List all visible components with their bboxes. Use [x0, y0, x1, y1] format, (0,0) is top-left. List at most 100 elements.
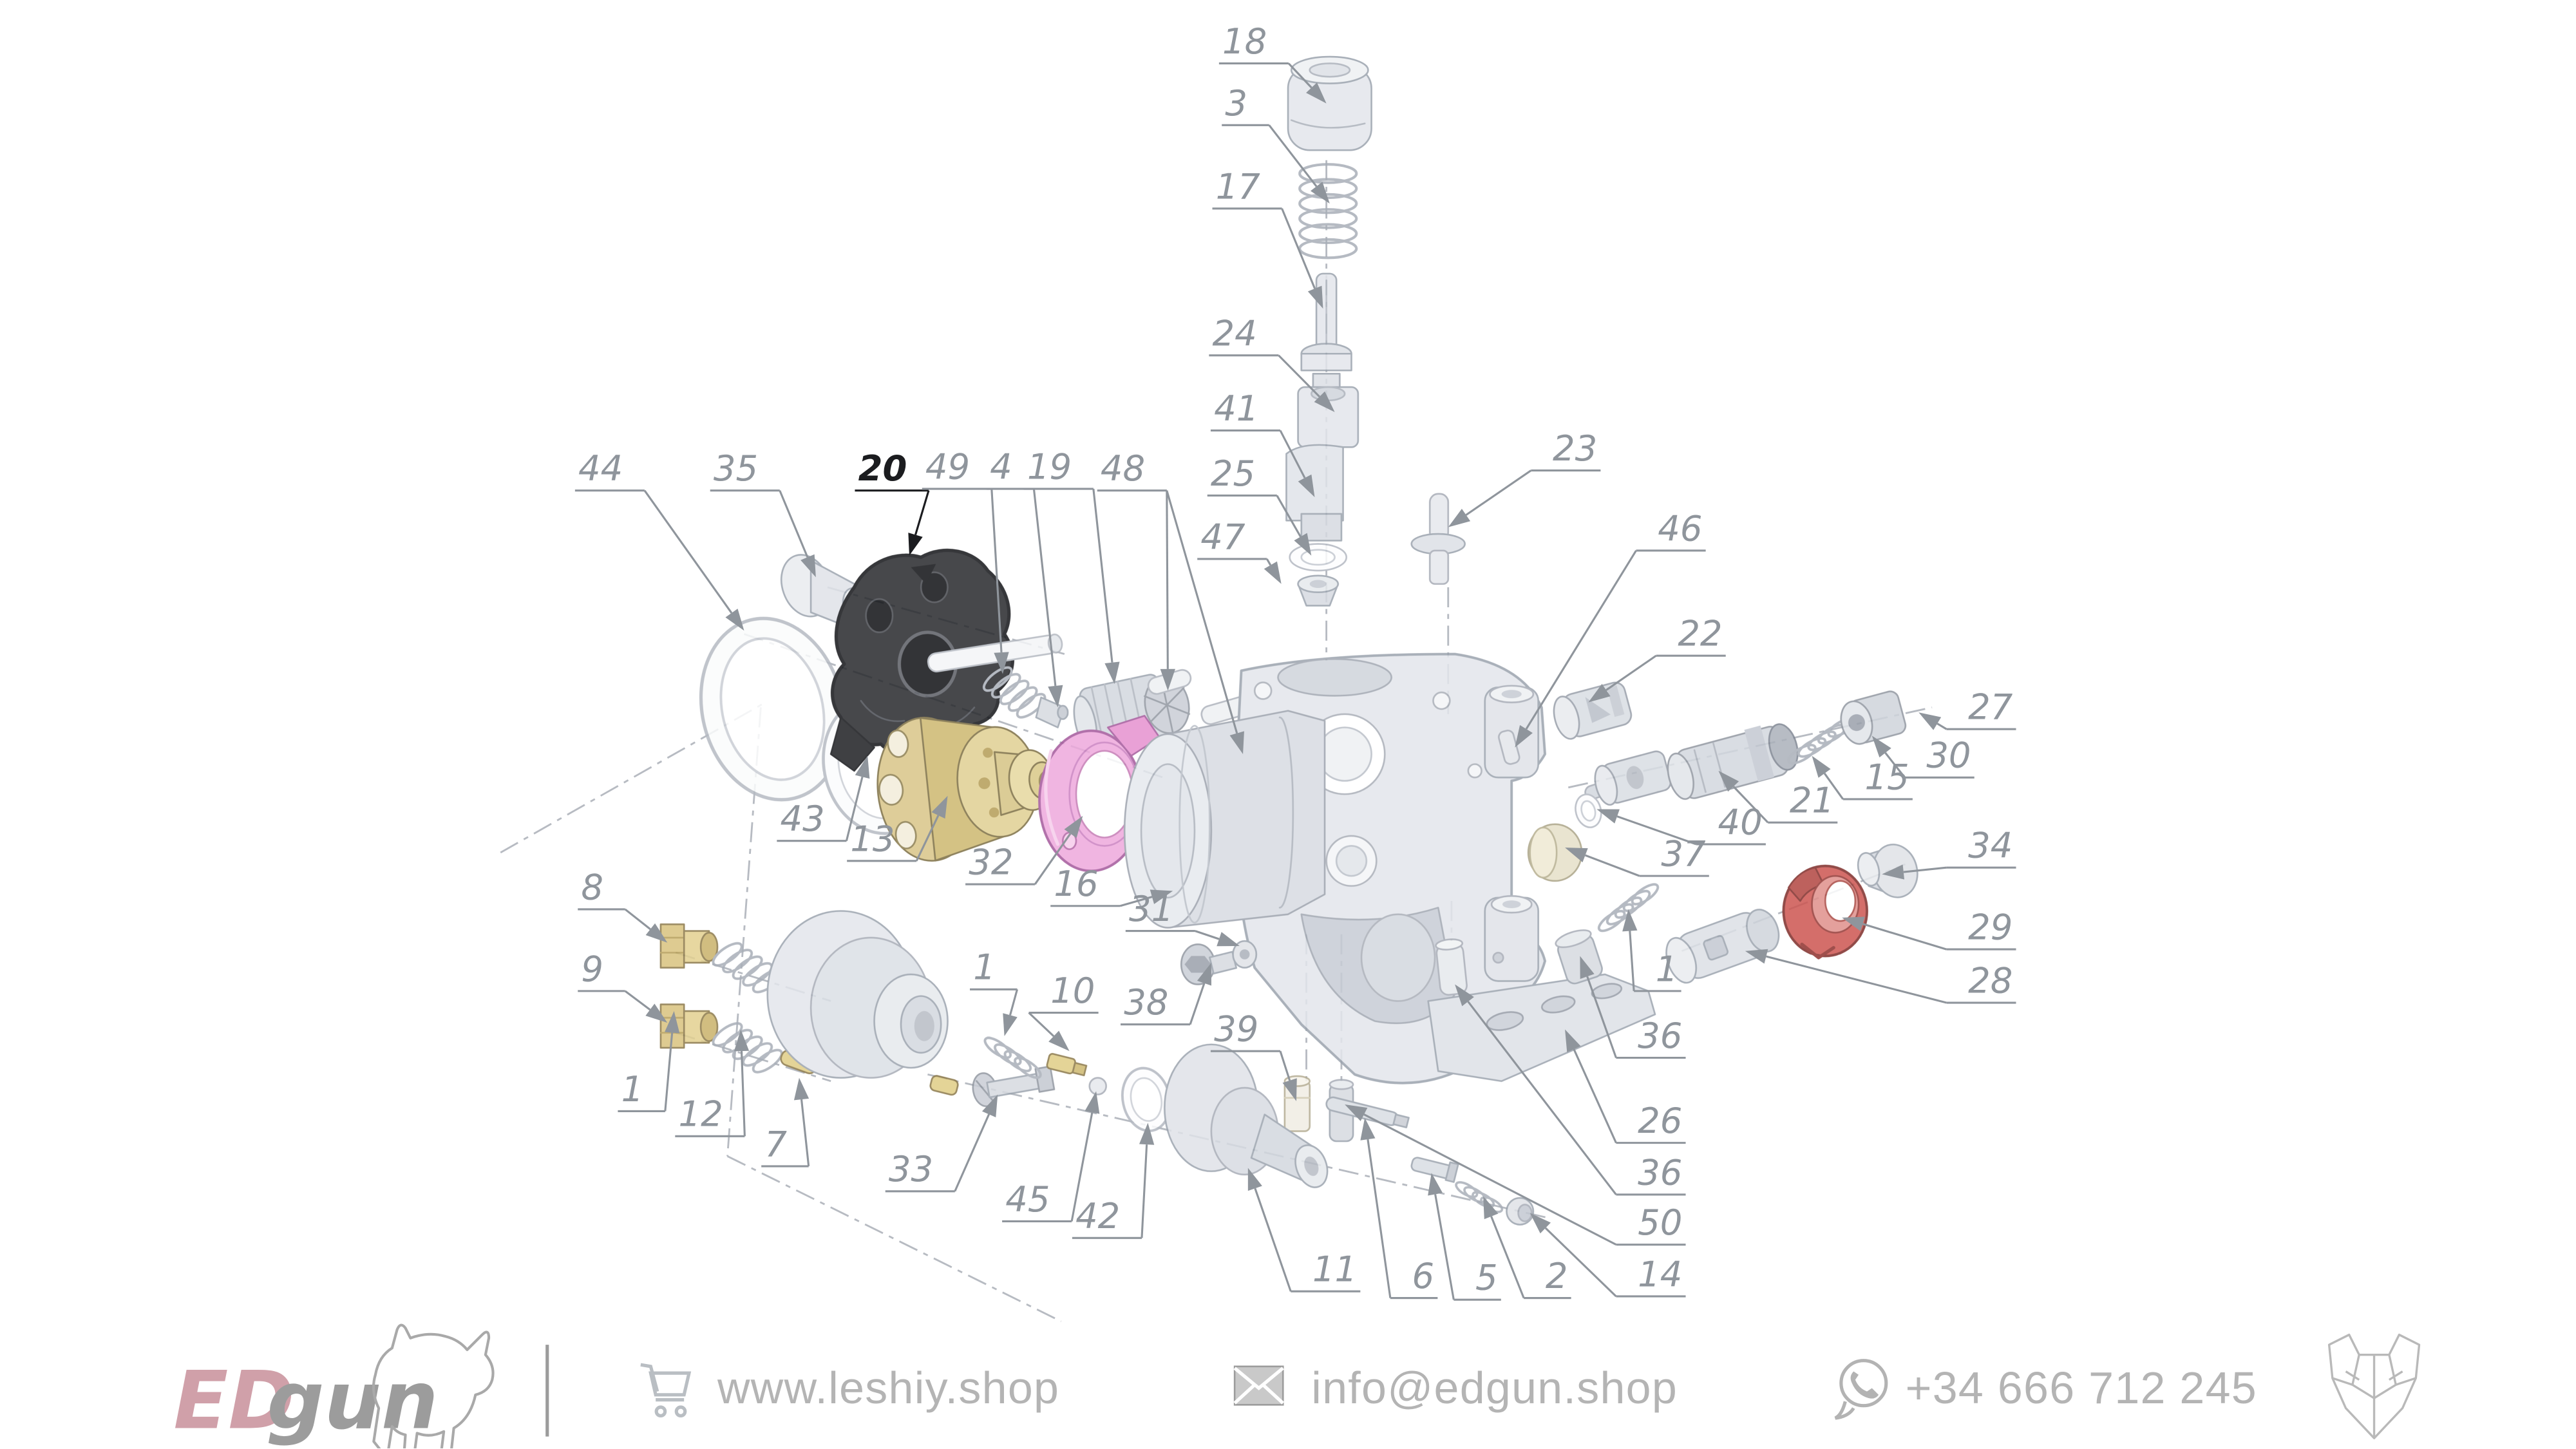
part-label: 4 — [990, 447, 1012, 488]
part-49-spring — [982, 666, 1046, 719]
part-label: 2 — [1546, 1256, 1568, 1296]
whatsapp-icon — [1834, 1359, 1888, 1420]
part-label: 3 — [1225, 83, 1247, 124]
part-1-spring-center — [983, 1036, 1042, 1079]
label-leader — [1573, 1048, 1617, 1144]
label-leader — [1584, 854, 1640, 877]
part-label: 47 — [1200, 516, 1245, 557]
email-text: info@edgun.shop — [1311, 1363, 1678, 1413]
part-22-plug — [1553, 681, 1633, 740]
label-arrowhead — [1565, 1029, 1581, 1052]
label-leader — [1525, 550, 1637, 730]
part-label: 42 — [1075, 1196, 1120, 1236]
part-25-oring — [1289, 543, 1347, 572]
part-label: 24 — [1213, 313, 1257, 354]
part-label: 7 — [764, 1124, 787, 1164]
footer: ED gun www.leshiy.shop info@edgun.shop — [173, 1323, 2421, 1448]
label-leader — [1823, 773, 1844, 800]
label-leader — [1141, 1144, 1148, 1238]
label-leader — [915, 815, 940, 862]
label-leader — [1032, 488, 1057, 687]
part-20-trigger-plate-highlight — [829, 548, 1063, 772]
label-leader — [1884, 752, 1906, 779]
part-label: 43 — [781, 799, 825, 839]
label-arrowhead — [1282, 1078, 1297, 1101]
part-45-ball — [1088, 1077, 1107, 1095]
part-27-30-nut — [1840, 690, 1907, 745]
label-leader — [1605, 654, 1657, 691]
label-leader — [1028, 1012, 1055, 1037]
label-leader — [1278, 354, 1320, 398]
part-label: 41 — [1214, 388, 1258, 429]
part-label: 20 — [858, 448, 907, 489]
part-label: 33 — [889, 1149, 933, 1189]
label-arrowhead — [1745, 949, 1768, 964]
part-label: 37 — [1661, 834, 1706, 875]
email-link[interactable]: info@edgun.shop — [1233, 1363, 1678, 1413]
part-21-cylinder — [1594, 750, 1672, 806]
part-label: 45 — [1005, 1179, 1050, 1220]
part-14-dome — [1506, 1197, 1535, 1226]
website-link[interactable]: www.leshiy.shop — [640, 1363, 1059, 1418]
label-leader — [1265, 558, 1272, 566]
label-leader — [1268, 124, 1318, 187]
part-36-cylinder-right — [1555, 929, 1603, 985]
label-arrowhead — [994, 652, 1009, 674]
label-leader — [1070, 1112, 1094, 1222]
label-leader — [624, 908, 651, 931]
part-44-oring-large — [699, 616, 846, 802]
label-arrowhead — [1003, 1013, 1018, 1036]
label-leader — [1166, 490, 1238, 734]
envelope-icon — [1233, 1365, 1284, 1406]
label-leader — [1287, 62, 1312, 89]
label-leader — [1434, 1194, 1455, 1300]
part-11-valve-bell — [1164, 1043, 1329, 1188]
label-leader — [1034, 833, 1072, 885]
phone-link[interactable]: +34 666 712 245 — [1834, 1359, 2257, 1420]
part-label: 30 — [1926, 735, 1971, 776]
label-arrowhead — [1160, 668, 1175, 691]
part-label: 9 — [581, 949, 603, 989]
brand-gun-text: gun — [267, 1355, 439, 1448]
part-label: 13 — [850, 819, 895, 859]
part-label: 1 — [973, 947, 996, 988]
part-label: 23 — [1553, 428, 1597, 469]
part-label: 6 — [1412, 1256, 1435, 1296]
label-leader — [1363, 1113, 1617, 1246]
label-leader — [1092, 488, 1113, 663]
label-leader — [1937, 723, 1947, 730]
part-7-end-cap — [766, 910, 949, 1079]
part-40-oring — [1575, 793, 1602, 828]
label-arrowhead — [1448, 509, 1471, 527]
label-leader — [914, 490, 930, 535]
label-leader — [954, 1113, 990, 1192]
label-arrowhead — [981, 1094, 998, 1118]
label-leader — [1862, 923, 1947, 951]
edgun-logo[interactable]: ED gun — [173, 1323, 495, 1448]
label-arrowhead — [1298, 474, 1315, 498]
part-3-spring — [1298, 163, 1358, 260]
part-label: 17 — [1216, 166, 1261, 207]
label-arrowhead — [1048, 1030, 1070, 1052]
part-label: 27 — [1968, 687, 2013, 728]
label-leader — [1166, 490, 1169, 669]
part-label: 1 — [1656, 949, 1678, 989]
part-label: 19 — [1027, 447, 1072, 488]
label-arrowhead — [1345, 1104, 1368, 1121]
label-leader — [740, 1051, 746, 1137]
label-leader — [990, 488, 1003, 653]
cart-icon — [640, 1363, 692, 1418]
part-29-knob-red-highlight — [1782, 864, 1868, 960]
label-arrowhead — [1812, 755, 1831, 778]
label-leader — [1732, 786, 1769, 824]
part-label: 48 — [1101, 448, 1145, 489]
label-arrowhead — [734, 1029, 750, 1052]
label-leader — [1254, 1188, 1292, 1292]
label-arrowhead — [645, 1003, 668, 1023]
label-arrowhead — [1580, 956, 1595, 980]
label-arrowhead — [1622, 909, 1638, 932]
label-arrowhead — [1314, 391, 1335, 412]
label-leader — [1279, 430, 1306, 478]
part-valve-assembly — [1667, 723, 1799, 800]
